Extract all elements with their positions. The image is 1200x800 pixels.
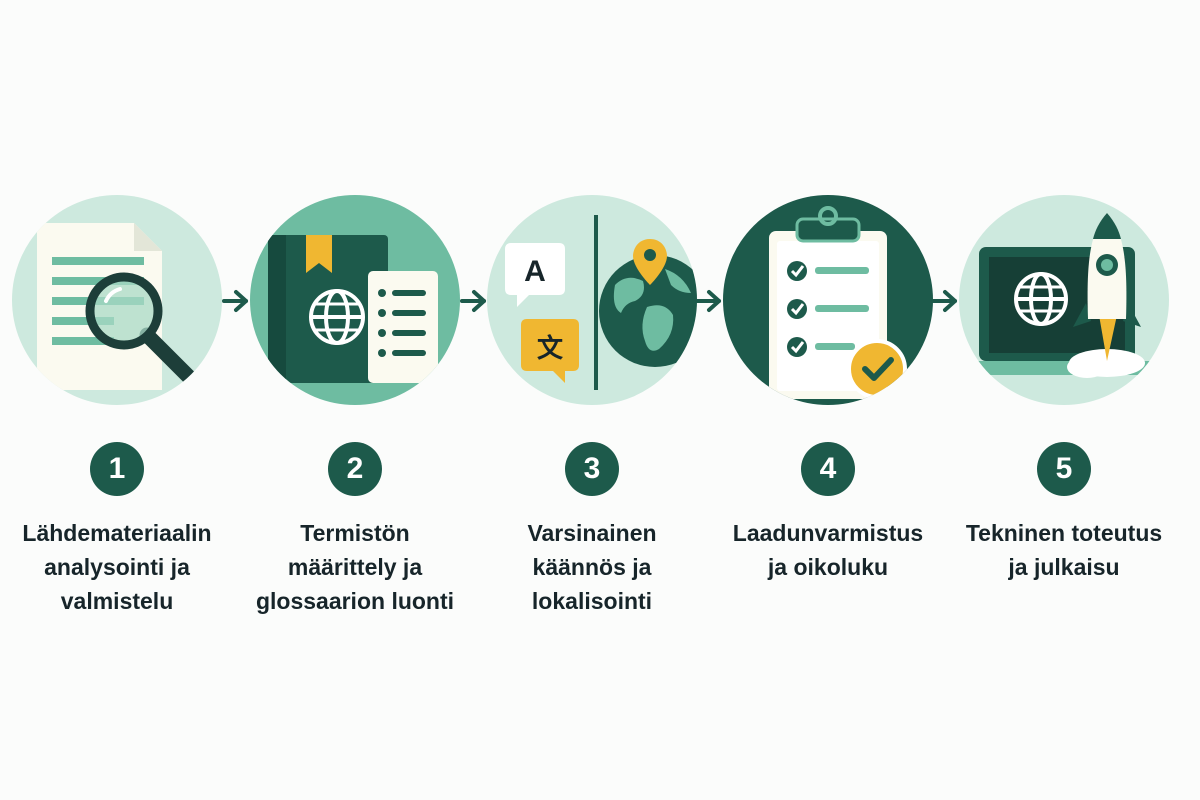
arrow-right-icon: [931, 290, 957, 312]
document-magnifier-icon: [2, 185, 232, 415]
step-3-number: 3: [565, 442, 619, 496]
step-4-number: 4: [801, 442, 855, 496]
arrow-right-icon: [460, 290, 486, 312]
checklist-clipboard-icon: [713, 185, 943, 415]
step-1-number: 1: [90, 442, 144, 496]
translate-globe-icon: A 文: [477, 185, 707, 415]
step-2-number: 2: [328, 442, 382, 496]
laptop-rocket-icon: [949, 185, 1179, 415]
cjk-letter: 文: [537, 333, 564, 364]
step-5-number: 5: [1037, 442, 1091, 496]
latin-letter: A: [524, 255, 546, 288]
arrow-right-icon: [695, 290, 721, 312]
glossary-book-icon: [240, 185, 470, 415]
arrow-right-icon: [222, 290, 248, 312]
